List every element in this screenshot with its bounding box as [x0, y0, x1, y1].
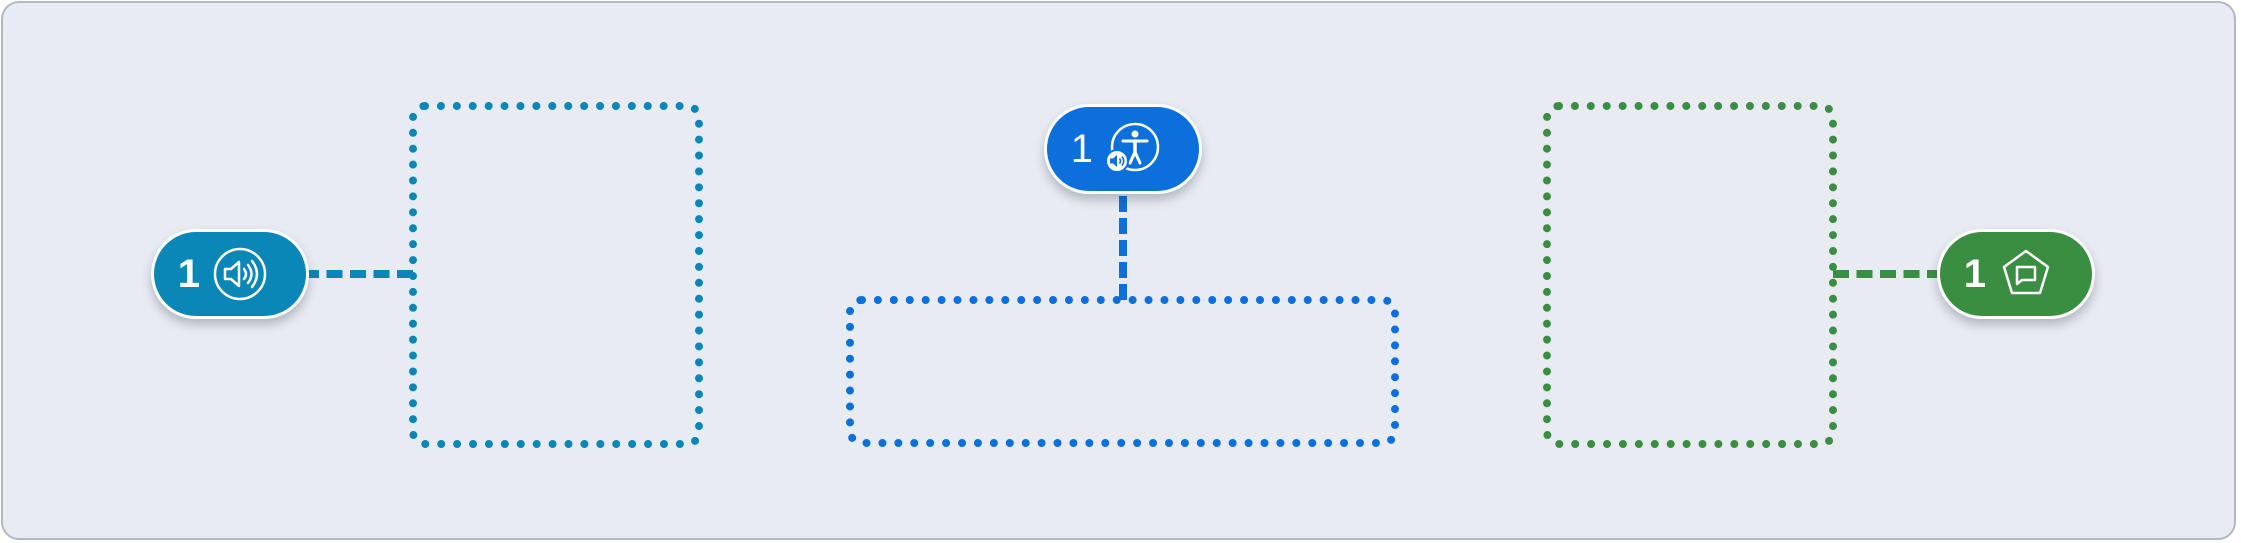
comment-count: 1 [1963, 251, 1986, 296]
accessibility-count: 1 [1070, 126, 1093, 171]
comment-region-outline[interactable] [1543, 102, 1837, 448]
accessibility-icon [1105, 122, 1160, 173]
speaker-icon [213, 247, 267, 301]
audio-connector-line [303, 270, 413, 278]
comment-connector-line [1833, 270, 1943, 278]
audio-count: 1 [177, 251, 200, 296]
accessibility-count-badge[interactable]: 1 [1044, 104, 1202, 194]
audio-region-outline[interactable] [409, 102, 703, 448]
accessibility-connector-line [1119, 196, 1127, 300]
audio-count-badge[interactable]: 1 [151, 229, 309, 319]
speaker-icon [1105, 149, 1129, 173]
comment-count-badge[interactable]: 1 [1937, 229, 2095, 319]
accessibility-region-outline[interactable] [846, 296, 1399, 447]
pentagon-comment-icon [2002, 249, 2050, 295]
